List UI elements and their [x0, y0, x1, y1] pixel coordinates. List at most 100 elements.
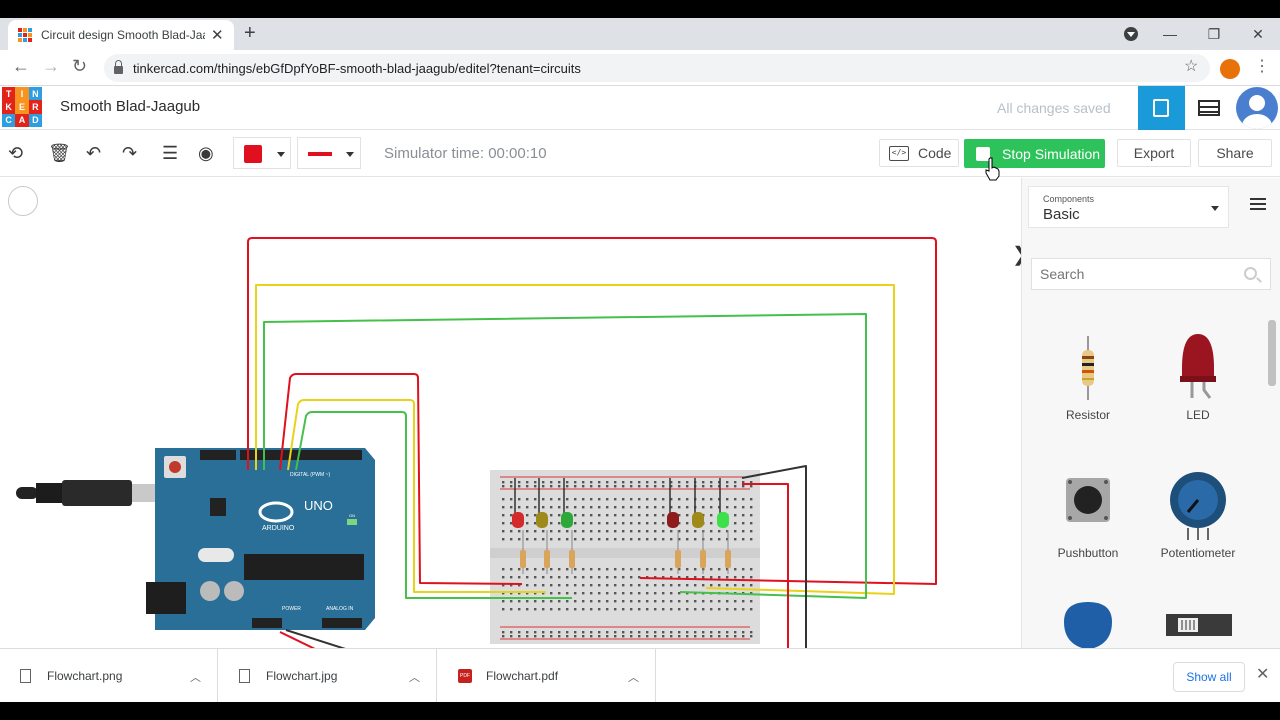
component-led[interactable]: LED	[1148, 328, 1248, 422]
window-controls: — ❐ ✕	[1148, 18, 1280, 50]
chevron-down-icon	[1211, 206, 1219, 211]
resistor-icon	[1038, 328, 1138, 408]
rotate-icon[interactable]: ⟲	[8, 143, 24, 163]
led[interactable]	[536, 478, 550, 574]
back-arrow-icon[interactable]: ←	[12, 56, 30, 76]
component-potentiometer[interactable]: Potentiometer	[1148, 466, 1248, 560]
search-icon	[1244, 267, 1257, 280]
list-view-icon[interactable]	[1250, 198, 1266, 210]
component-pushbutton[interactable]: Pushbutton	[1038, 466, 1138, 560]
component-piezo[interactable]	[1038, 602, 1138, 682]
minimize-button[interactable]: —	[1163, 26, 1177, 42]
components-dropdown[interactable]: Components Basic	[1028, 186, 1229, 228]
tab-search-icon[interactable]	[1124, 27, 1138, 41]
resistor	[725, 550, 731, 568]
tab-title: Circuit design Smooth Blad-Jaagub	[41, 28, 205, 42]
restore-button[interactable]: ❐	[1207, 25, 1221, 42]
download-item[interactable]: Flowchart.png ︿	[0, 649, 218, 702]
download-item[interactable]: PDF Flowchart.pdf ︿	[438, 649, 656, 702]
led[interactable]	[561, 478, 575, 574]
zoom-to-fit-icon[interactable]	[8, 186, 38, 216]
project-title[interactable]: Smooth Blad-Jaagub	[60, 98, 201, 115]
components-dropdown-label: Components	[1043, 194, 1095, 204]
close-tab-icon[interactable]: ✕	[211, 27, 224, 44]
potentiometer-icon	[1148, 466, 1248, 546]
component-search-input[interactable]	[1031, 258, 1271, 290]
piezo-icon	[1038, 602, 1138, 682]
code-button-label: Code	[918, 145, 952, 161]
new-tab-button[interactable]: +	[244, 22, 256, 44]
chevron-up-icon[interactable]: ︿	[190, 672, 201, 684]
circuit-canvas[interactable]: ARDUINO UNO DIGITAL (PWM ~) POWER ANALOG…	[0, 178, 1020, 648]
file-icon	[239, 669, 250, 683]
slideswitch-icon	[1148, 602, 1248, 682]
download-filename: Flowchart.pdf	[486, 669, 559, 683]
wires[interactable]	[247, 237, 937, 648]
pushbutton-icon	[1038, 466, 1138, 546]
forward-arrow-icon[interactable]: →	[42, 56, 60, 76]
code-button[interactable]: </> Code	[879, 139, 959, 167]
circuit-drawing: ARDUINO UNO DIGITAL (PWM ~) POWER ANALOG…	[16, 237, 937, 648]
redo-icon[interactable]: ↷	[122, 143, 138, 163]
chevron-up-icon[interactable]: ︿	[409, 672, 420, 684]
bookmark-star-icon[interactable]: ☆	[1184, 58, 1199, 75]
close-downloads-icon[interactable]: ✕	[1256, 666, 1270, 683]
analog-pins-label: ANALOG IN	[326, 606, 354, 612]
undo-icon[interactable]: ↶	[86, 143, 102, 163]
browser-tabbar: Circuit design Smooth Blad-Jaagub ✕ + — …	[0, 18, 1280, 50]
component-label: LED	[1186, 408, 1210, 422]
notes-icon[interactable]: ☰	[162, 143, 179, 163]
component-slideswitch[interactable]	[1148, 602, 1248, 682]
logo-letter: C	[2, 113, 16, 127]
led-array[interactable]	[512, 478, 731, 574]
user-avatar[interactable]	[1236, 87, 1278, 129]
scrollbar-thumb[interactable]	[1268, 320, 1276, 386]
browser-menu-icon[interactable]: ⋮	[1254, 58, 1270, 75]
resistor	[700, 550, 706, 568]
led[interactable]	[667, 478, 681, 574]
led[interactable]	[692, 478, 706, 574]
arduino-model: UNO	[304, 498, 333, 513]
logo-letter: R	[28, 100, 42, 114]
simulator-time: Simulator time: 00:00:10	[384, 145, 547, 162]
arduino-uno-board[interactable]: ARDUINO UNO DIGITAL (PWM ~) POWER ANALOG…	[146, 448, 375, 630]
resistor	[544, 550, 550, 568]
component-list-view-icon[interactable]	[1198, 100, 1220, 116]
stop-simulation-button[interactable]: Stop Simulation	[964, 139, 1105, 168]
circuit-view-button[interactable]	[1138, 86, 1185, 130]
profile-avatar[interactable]	[1220, 59, 1240, 79]
show-all-downloads-button[interactable]: Show all	[1173, 662, 1245, 692]
save-status: All changes saved	[997, 100, 1111, 116]
led[interactable]	[512, 478, 526, 574]
breadboard[interactable]	[490, 470, 760, 644]
export-button[interactable]: Export	[1117, 139, 1191, 167]
chevron-down-icon	[346, 152, 354, 157]
lock-icon	[114, 60, 123, 74]
hand-cursor-icon	[985, 157, 1000, 181]
download-item[interactable]: Flowchart.jpg ︿	[219, 649, 437, 702]
delete-icon[interactable]: 🗑	[48, 143, 71, 163]
on-led-label: ON	[349, 513, 355, 518]
browser-navbar: ← → ↻ tinkercad.com/things/ebGfDpfYoBF-s…	[0, 50, 1280, 86]
components-dropdown-value: Basic	[1043, 206, 1080, 223]
close-window-button[interactable]: ✕	[1252, 25, 1264, 42]
url-text: tinkercad.com/things/ebGfDpfYoBF-smooth-…	[133, 60, 581, 76]
power-pins-label: POWER	[282, 606, 301, 612]
share-button[interactable]: Share	[1198, 139, 1272, 167]
led[interactable]	[717, 478, 731, 574]
panel-scrollbar[interactable]	[1266, 308, 1276, 648]
browser-tab[interactable]: Circuit design Smooth Blad-Jaagub ✕	[8, 20, 234, 50]
address-bar[interactable]: tinkercad.com/things/ebGfDpfYoBF-smooth-…	[104, 54, 1210, 82]
code-icon: </>	[889, 145, 909, 161]
component-resistor[interactable]: Resistor	[1038, 328, 1138, 422]
reload-icon[interactable]: ↻	[72, 56, 88, 76]
browser-window: Circuit design Smooth Blad-Jaagub ✕ + — …	[0, 18, 1280, 702]
logo-letter: A	[15, 113, 29, 127]
chevron-up-icon[interactable]: ︿	[628, 672, 639, 684]
visibility-icon[interactable]: ◉	[198, 143, 214, 163]
wire-type-picker[interactable]	[297, 137, 361, 169]
wire-color-picker[interactable]	[233, 137, 291, 169]
stop-simulation-label: Stop Simulation	[1002, 145, 1101, 162]
